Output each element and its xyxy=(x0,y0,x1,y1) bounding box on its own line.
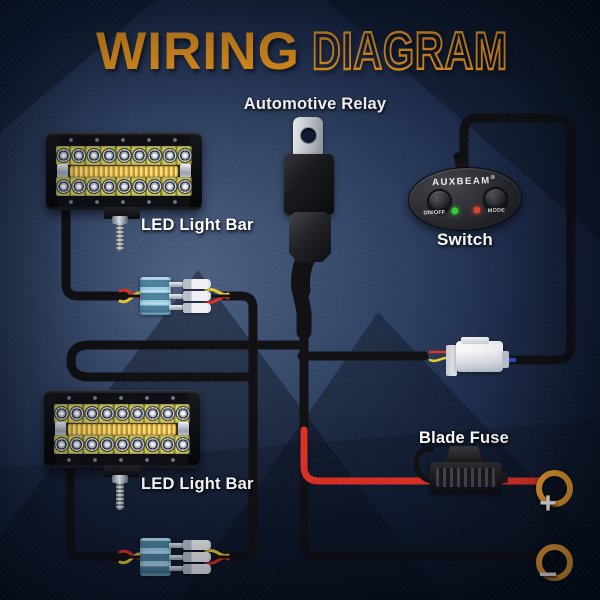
trademark-symbol: ® xyxy=(490,174,497,182)
relay-socket xyxy=(289,212,331,262)
mode-label: MODE xyxy=(487,207,506,215)
ring-terminal-positive xyxy=(536,470,573,507)
connector2-yellow-wire-right xyxy=(204,548,230,558)
ring-terminal-negative xyxy=(536,544,573,581)
female-terminal xyxy=(183,279,211,289)
light-bar-led-row xyxy=(54,404,190,423)
led-light-bar-top xyxy=(46,132,202,210)
light-bar-amber-strip xyxy=(70,166,178,177)
blue-connector-body xyxy=(140,538,171,576)
relay-cable xyxy=(292,242,318,340)
spade-tab xyxy=(169,282,183,287)
female-terminal xyxy=(183,303,211,313)
spade-tab xyxy=(169,305,183,310)
positive-symbol: + xyxy=(539,487,557,520)
spade-connector-top xyxy=(140,276,212,316)
spade-tab xyxy=(169,293,183,299)
light-bar-clip xyxy=(57,164,68,179)
connector1-yellow-wire-right xyxy=(204,287,230,297)
title-word-outline: DIAGRAM xyxy=(312,22,508,81)
title: WIRING DIAGRAM xyxy=(96,21,508,82)
mode-led xyxy=(473,206,481,214)
inline-connector xyxy=(456,341,503,372)
light-bar-led-row xyxy=(54,435,190,454)
light-bar-bottom-label: LED Light Bar xyxy=(141,475,254,493)
fuse-outlet xyxy=(500,470,508,483)
automotive-relay xyxy=(284,154,334,215)
light-bar-amber-strip xyxy=(68,424,176,435)
mounting-bolt xyxy=(112,475,128,483)
mounting-bracket xyxy=(104,465,140,477)
wire-lightbar2-feed xyxy=(65,457,129,562)
spade-tab xyxy=(169,566,183,571)
switch-label: Switch xyxy=(437,230,493,249)
light-bar-screw-strip xyxy=(56,455,188,465)
relay-label: Automotive Relay xyxy=(243,95,387,113)
led-light-bar-bottom xyxy=(44,390,200,468)
blade-fuse-holder xyxy=(406,440,508,500)
negative-symbol: − xyxy=(538,556,558,592)
light-bar-led-row xyxy=(56,177,192,196)
inline-connector-latch xyxy=(461,337,489,344)
light-bar-clip xyxy=(180,164,191,179)
female-terminal xyxy=(183,291,211,301)
fuse-label: Blade Fuse xyxy=(418,429,510,447)
light-bar-end-cap xyxy=(188,393,200,465)
mounting-bolt xyxy=(112,216,128,224)
light-bar-screw-strip xyxy=(58,135,190,145)
female-terminal xyxy=(183,540,211,550)
spade-tab xyxy=(169,543,183,548)
connector1-yellow-wire xyxy=(118,291,144,304)
wire-ground xyxy=(299,425,545,561)
fuse-cap xyxy=(443,446,485,466)
inline-connector-flange xyxy=(446,345,457,376)
female-terminal xyxy=(183,564,211,574)
light-bar-end-cap xyxy=(44,393,56,465)
female-terminal xyxy=(183,552,211,562)
mounting-bolt-shaft xyxy=(116,482,124,510)
brand-label: AUXBEAM® xyxy=(431,174,497,189)
wire-switch-lead xyxy=(459,113,576,365)
spade-tab xyxy=(169,554,183,560)
connector2-yellow-wire xyxy=(118,552,144,565)
spade-connector-bottom xyxy=(140,537,212,577)
light-bar-end-cap xyxy=(190,135,202,207)
light-bar-led-row xyxy=(56,146,192,165)
wire-lightbar1-feed xyxy=(61,200,129,301)
light-bar-screw-strip xyxy=(56,393,188,403)
wire-trunk-vertical xyxy=(219,291,258,562)
power-led xyxy=(451,207,459,215)
relay-mounting-hole xyxy=(300,127,317,144)
on-off-label: ON/OFF xyxy=(423,209,446,217)
light-bar-clip xyxy=(55,422,66,437)
light-bar-end-cap xyxy=(46,135,58,207)
light-bar-top-label: LED Light Bar xyxy=(141,216,254,234)
light-bar-screw-strip xyxy=(58,197,190,207)
light-bar-clip xyxy=(178,422,189,437)
inline-connector-tip xyxy=(502,351,509,368)
blue-connector-body xyxy=(140,277,171,315)
title-word-solid: WIRING xyxy=(96,22,300,81)
wire-service-loop xyxy=(66,340,307,382)
fuse-ribs xyxy=(436,468,496,487)
mounting-bolt-shaft xyxy=(116,223,124,251)
